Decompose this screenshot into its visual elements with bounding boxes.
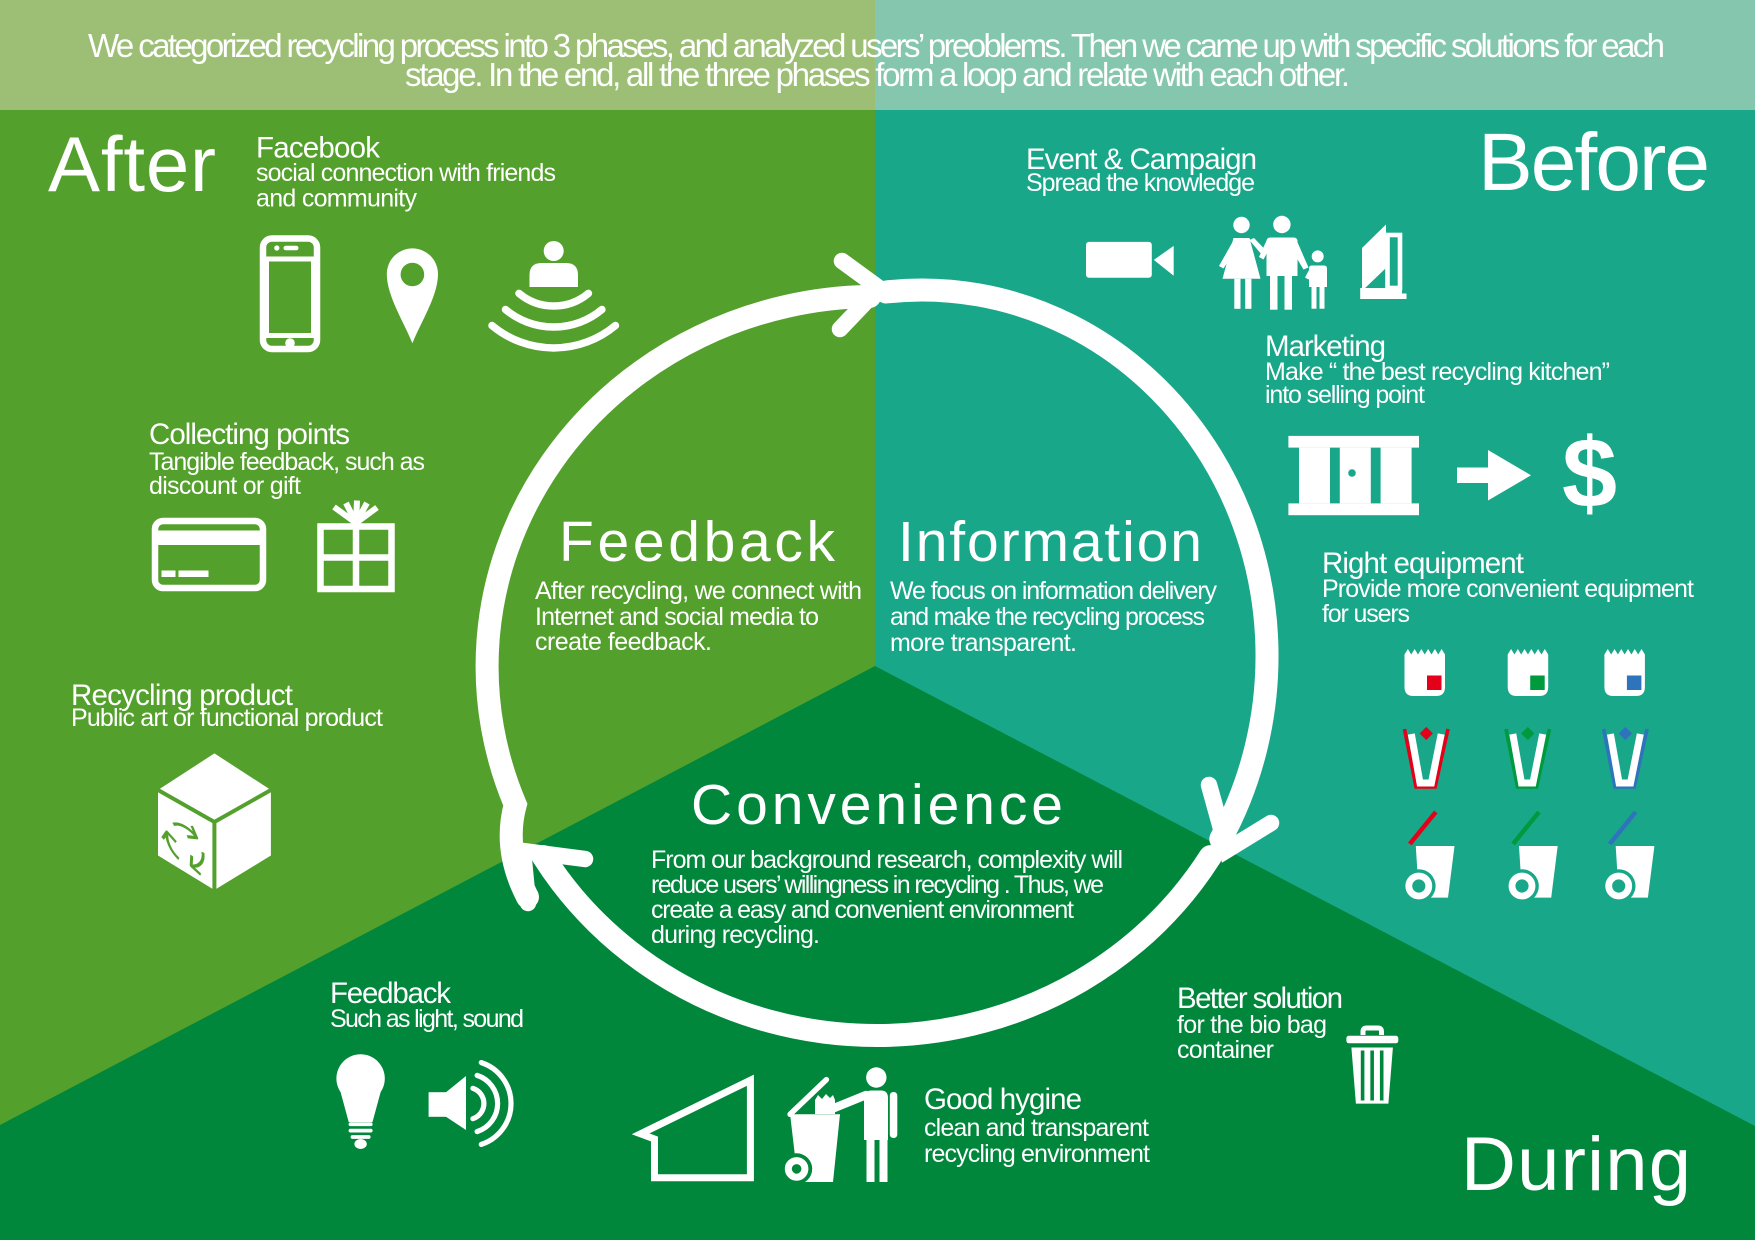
svg-text:Before: Before (1478, 117, 1710, 208)
svg-text:Internet and social media to: Internet and social media to (535, 603, 819, 631)
svg-text:Collecting points: Collecting points (149, 418, 350, 451)
svg-text:Public art or functional produ: Public art or functional product (71, 704, 383, 732)
svg-text:recycling environment: recycling environment (924, 1140, 1150, 1168)
svg-text:clean and transparent: clean and transparent (924, 1114, 1149, 1142)
svg-text:After: After (48, 120, 216, 208)
svg-text:discount or gift: discount or gift (149, 472, 301, 500)
svg-text:$: $ (1562, 417, 1617, 528)
svg-text:From our background research,: From our background research, complexity… (651, 846, 1123, 874)
svg-text:Right equipment: Right equipment (1322, 547, 1524, 580)
svg-text:create feedback.: create feedback. (535, 628, 712, 656)
svg-text:Recycling product: Recycling product (71, 679, 293, 712)
svg-text:We categorized recycling proce: We categorized recycling process into 3 … (88, 27, 1665, 64)
svg-text:create a easy and convenient e: create a easy and convenient environment (651, 896, 1074, 924)
svg-text:into selling point: into selling point (1265, 381, 1425, 409)
svg-text:Make “ the best recycling kitc: Make “ the best recycling kitchen” (1265, 358, 1610, 386)
svg-text:Event & Campaign: Event & Campaign (1026, 143, 1257, 176)
svg-text:reduce users’ willingness in r: reduce users’ willingness in recycling .… (651, 871, 1104, 899)
svg-text:Feedback: Feedback (330, 977, 451, 1010)
svg-text:and make the recycling process: and make the recycling process (890, 603, 1205, 631)
svg-text:Better solution: Better solution (1177, 982, 1343, 1015)
svg-text:Information: Information (898, 510, 1202, 574)
svg-text:Such as light, sound: Such as light, sound (330, 1005, 524, 1033)
svg-text:for the bio bag: for the bio bag (1177, 1011, 1327, 1039)
svg-text:Feedback: Feedback (559, 510, 836, 574)
svg-text:container: container (1177, 1036, 1274, 1064)
svg-text:social connection with friends: social connection with friends (256, 159, 556, 187)
svg-text:Facebook: Facebook (256, 132, 380, 165)
svg-text:After recycling, we connect wi: After recycling, we connect with (535, 577, 862, 605)
svg-text:During: During (1461, 1122, 1691, 1207)
svg-text:during recycling.: during recycling. (651, 921, 820, 949)
svg-text:Spread the knowledge: Spread the knowledge (1026, 169, 1255, 197)
svg-text:for users: for users (1322, 600, 1410, 628)
svg-text:Good hygine: Good hygine (924, 1083, 1082, 1116)
svg-text:stage. In the end, all the thr: stage. In the end, all the three phases … (405, 56, 1350, 93)
svg-text:Marketing: Marketing (1265, 330, 1386, 363)
svg-text:Tangible feedback, such as: Tangible feedback, such as (149, 448, 425, 476)
svg-text:and community: and community (256, 185, 418, 213)
svg-text:We focus on information delive: We focus on information delivery (890, 577, 1218, 605)
svg-text:more transparent.: more transparent. (890, 629, 1077, 657)
svg-text:Provide more convenient equipm: Provide more convenient equipment (1322, 575, 1694, 603)
svg-text:Convenience: Convenience (691, 773, 1063, 837)
